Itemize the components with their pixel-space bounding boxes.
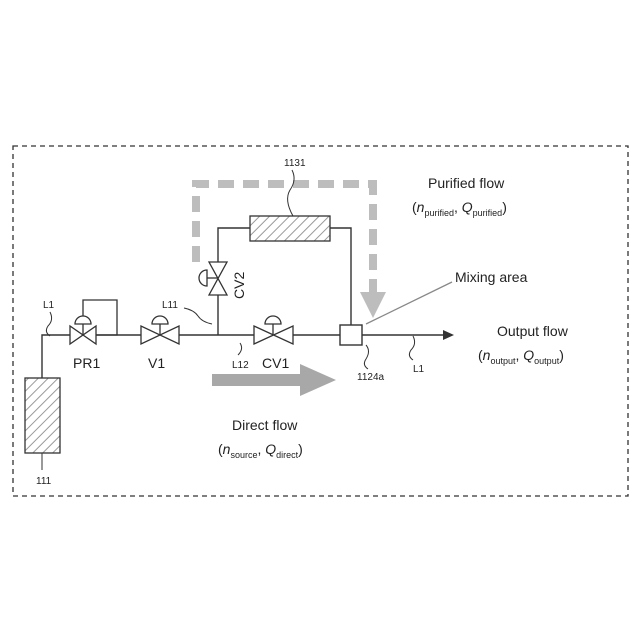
purifier-unit [250,216,330,241]
control-valve-cv1 [254,316,293,344]
cv1-label: CV1 [262,355,289,371]
valve-v1 [141,316,179,344]
output-flow-params: (noutput, Qoutput) [478,347,564,366]
output-arrowhead [443,330,454,340]
system-boundary [13,146,628,496]
mixer-label: 1124a [357,372,385,383]
pr1-label: PR1 [73,355,100,371]
mixer-box [340,325,362,345]
purified-flow-title: Purified flow [428,175,505,191]
purified-flow-params: (npurified, Qpurified) [412,199,507,218]
line-l11-label: L11 [162,300,178,311]
direct-flow-params: (nsource, Qdirect) [218,441,303,460]
cylinder-label: 111 [36,476,52,487]
purifier-label: 1131 [284,158,306,169]
control-valve-cv2 [199,262,227,295]
mixing-area-title: Mixing area [455,269,528,285]
line-l1-right-label: L1 [413,364,425,375]
pressure-regulator-pr1 [70,300,117,344]
purifier-leader-line [288,170,294,216]
line-l12-label: L12 [232,360,249,371]
main-line [42,335,448,378]
gas-cylinder [25,378,60,453]
line-l1-left-label: L1 [43,300,55,311]
v1-label: V1 [148,355,165,371]
purified-flow-arrow [196,184,386,318]
cv2-label: CV2 [231,272,247,299]
output-flow-title: Output flow [497,323,569,339]
direct-flow-title: Direct flow [232,417,298,433]
